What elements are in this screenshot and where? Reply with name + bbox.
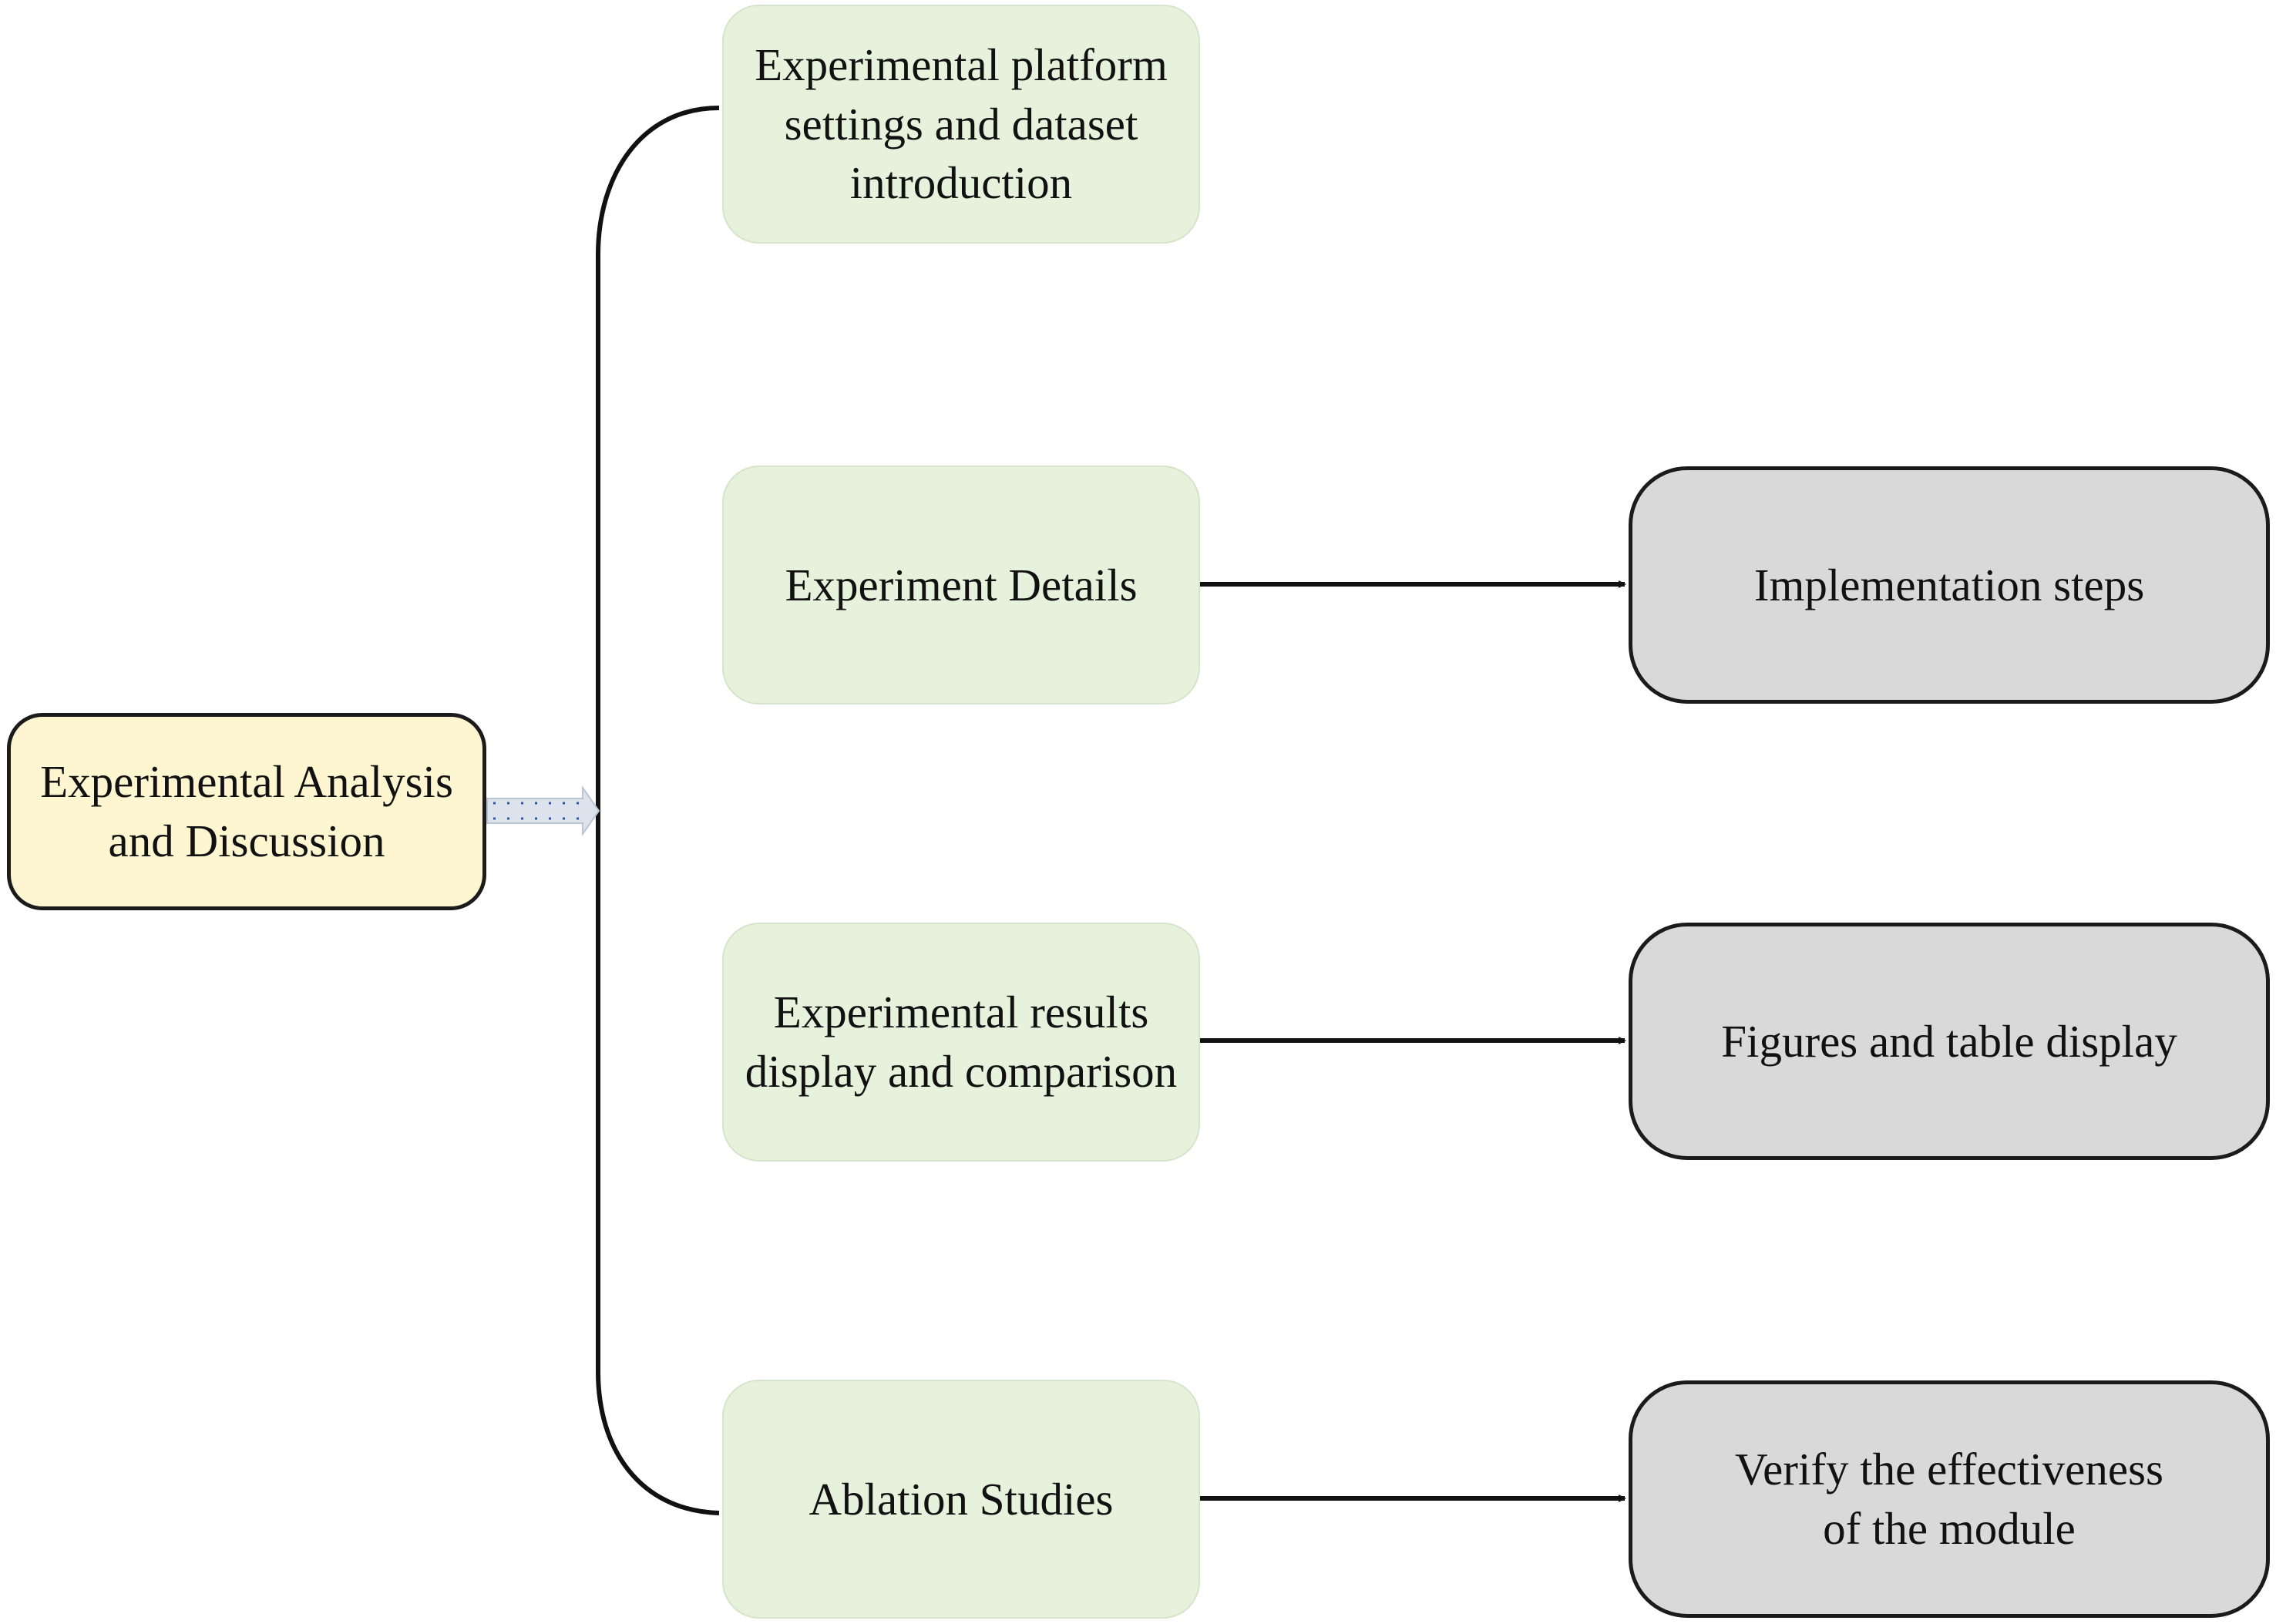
branch-node-label: Experiment Details	[785, 559, 1138, 610]
leaf-node-label: Verify the effectiveness of the module	[1735, 1444, 2163, 1554]
branch-node-label: Ablation Studies	[809, 1473, 1114, 1525]
branch-node-label: Experimental platform settings and datas…	[755, 39, 1168, 209]
bracket-connector	[596, 106, 720, 1515]
branch-node-ablation-studies: Ablation Studies	[722, 1380, 1200, 1619]
branch-node-label: Experimental results display and compari…	[745, 987, 1178, 1097]
leaf-node-implementation-steps: Implementation steps	[1629, 466, 2270, 704]
leaf-node-figures-table-display: Figures and table display	[1629, 923, 2270, 1160]
leaf-node-label: Implementation steps	[1753, 559, 2145, 610]
leaf-node-label: Figures and table display	[1721, 1015, 2177, 1067]
root-node: Experimental Analysis and Discussion	[7, 713, 486, 910]
branch-node-platform-settings: Experimental platform settings and datas…	[722, 5, 1200, 244]
dotted-block-arrow	[486, 785, 600, 837]
root-node-label: Experimental Analysis and Discussion	[40, 756, 453, 866]
branch-node-experiment-details: Experiment Details	[722, 466, 1200, 704]
leaf-node-verify-effectiveness: Verify the effectiveness of the module	[1629, 1380, 2270, 1618]
branch-node-results-comparison: Experimental results display and compari…	[722, 923, 1200, 1162]
